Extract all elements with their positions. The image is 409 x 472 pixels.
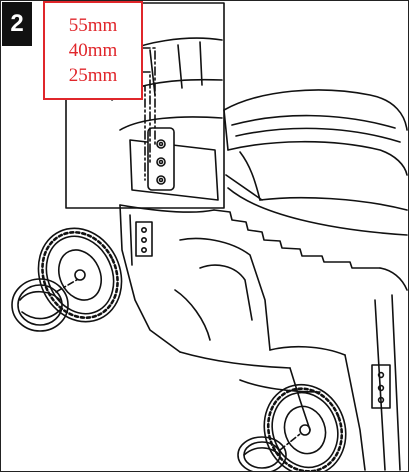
height-option-high: 55mm (68, 15, 118, 36)
height-option-mid: 40mm (68, 40, 118, 61)
wheel-hubcap-left (11, 277, 81, 332)
cutting-height-callout: 55mm 40mm 25mm (43, 1, 143, 100)
step-number-badge: 2 (2, 2, 32, 46)
front-wheel (263, 383, 347, 472)
height-option-low: 25mm (68, 65, 118, 86)
wheel-hubcap-right (237, 433, 301, 472)
mower-deck (119, 204, 401, 471)
step-number: 2 (10, 10, 24, 37)
inset-detail-panel (65, 2, 225, 209)
mower-hood (213, 89, 408, 291)
